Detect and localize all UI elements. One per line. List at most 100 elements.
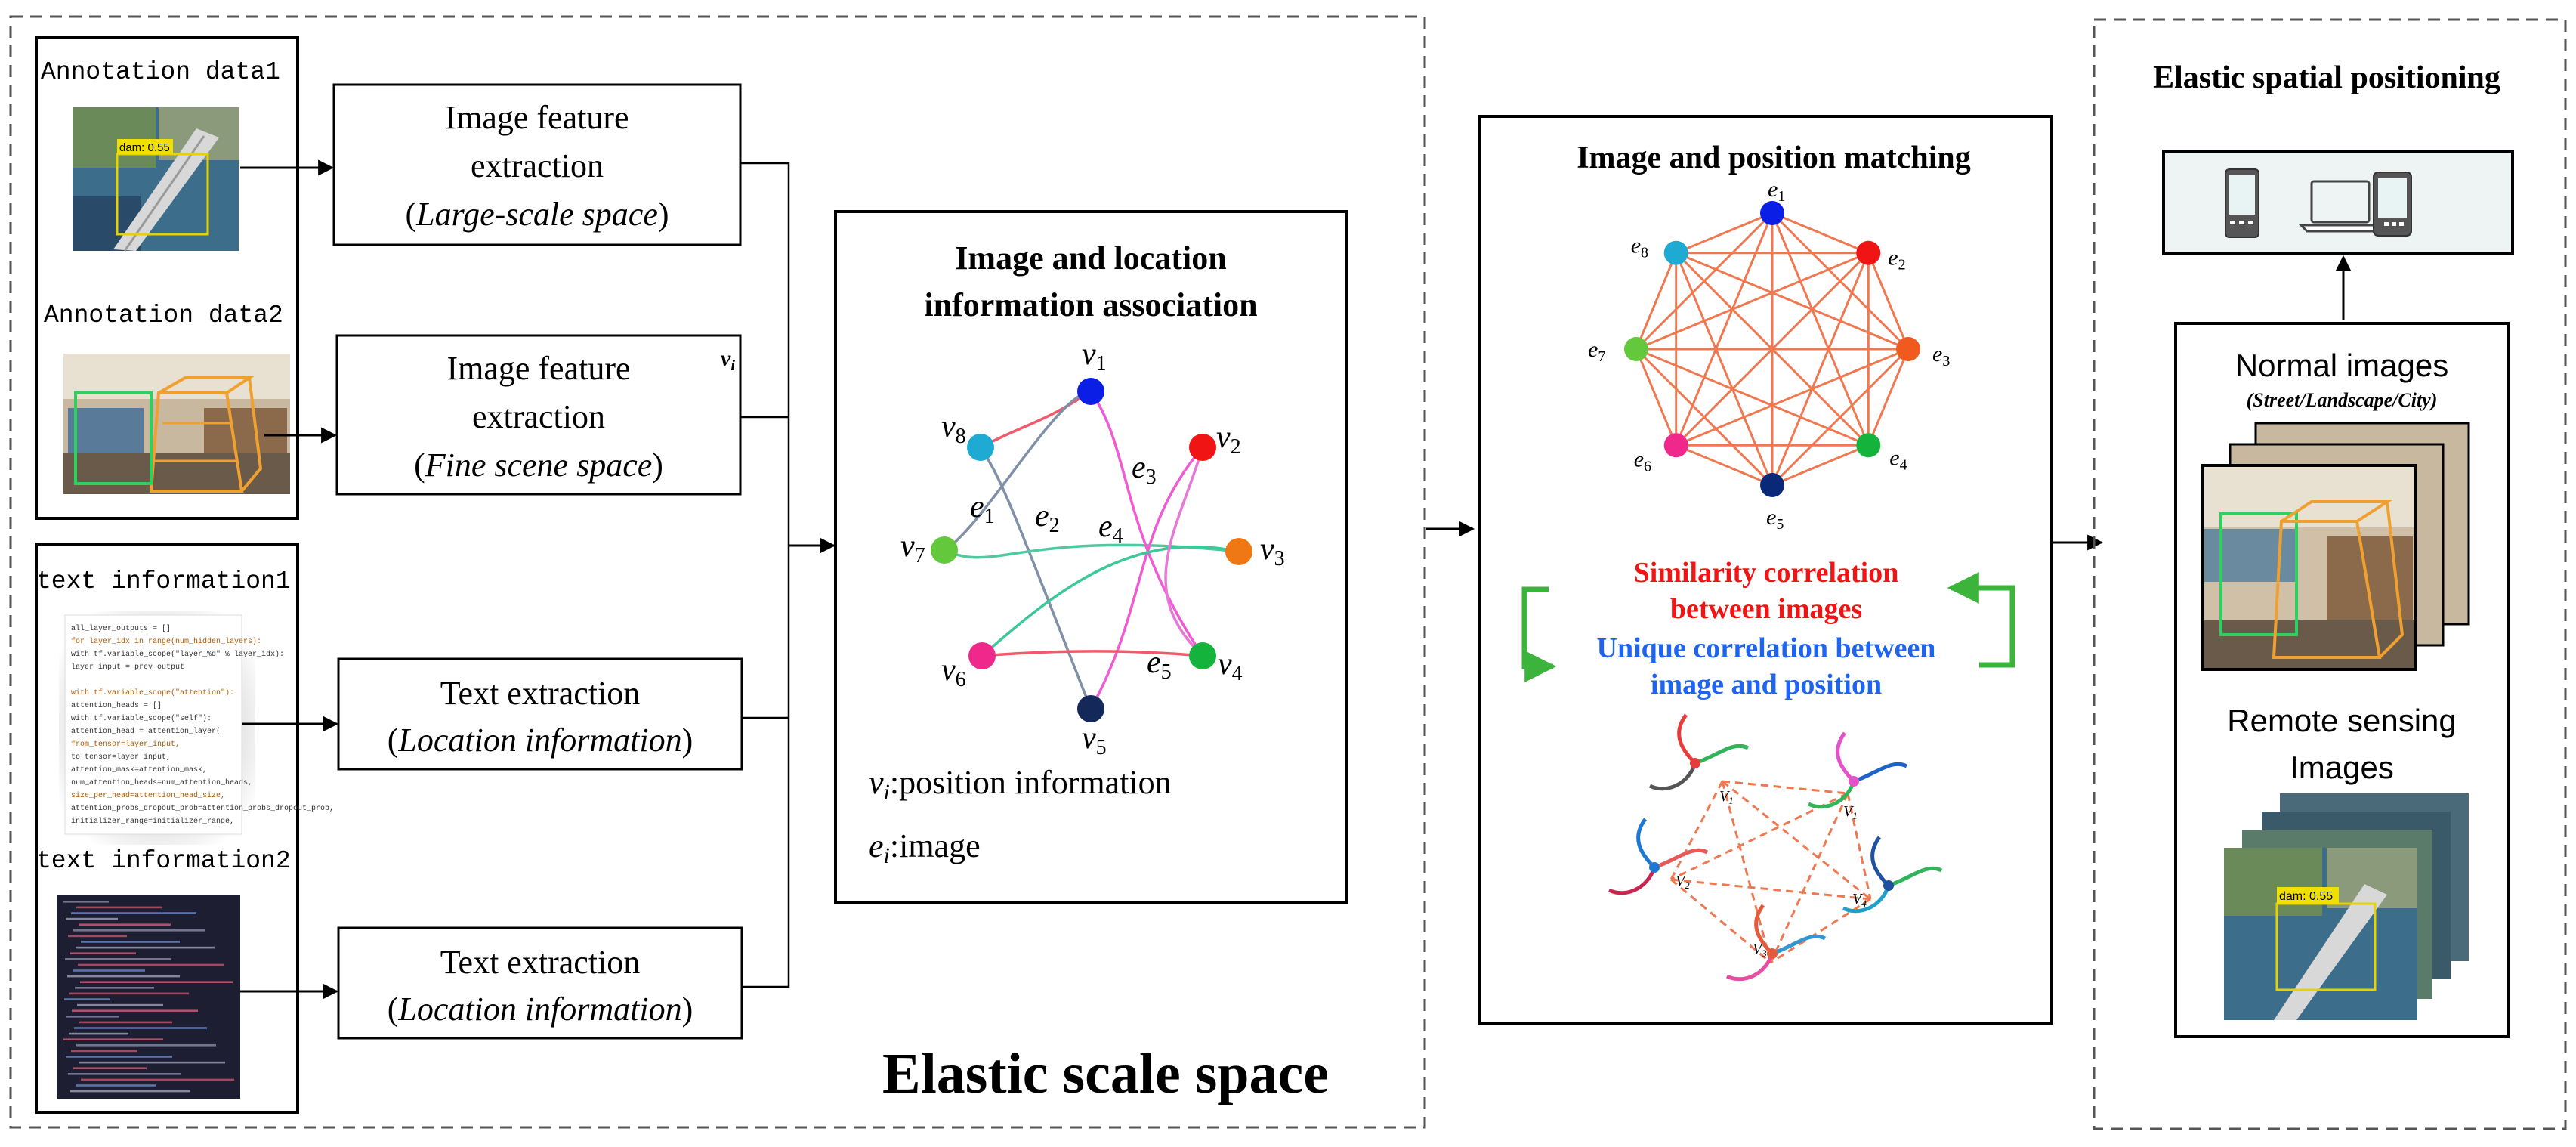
dark-code-line: [78, 963, 224, 966]
association-edge-label: e3: [1132, 450, 1157, 489]
phone-icon: [2225, 168, 2259, 238]
dark-code-line: [67, 975, 180, 978]
small-node-label: V1: [1843, 803, 1858, 821]
text2-title: text information2: [36, 847, 291, 875]
small-node: [1690, 758, 1700, 768]
remote-badge: [2277, 887, 2339, 904]
dark-code-line: [80, 981, 233, 983]
dark-code-line: [63, 901, 109, 903]
code-line: attention_heads = []: [71, 701, 162, 710]
remote-image-stack: dam: 0.55: [2224, 793, 2469, 1020]
text1-title: text information1: [36, 567, 291, 595]
matching-edge: [1635, 252, 1678, 350]
annotation2-image: [63, 354, 290, 494]
small-node-label: V3: [1753, 941, 1767, 959]
association-node: [1189, 434, 1216, 461]
legend-position: vi:position information: [869, 764, 1172, 805]
small-graph-edge: [1769, 793, 1849, 963]
annotation2-title: Annotation data2: [44, 301, 283, 329]
matching-node-label: e3: [1932, 342, 1950, 369]
matching-edge: [1675, 212, 1774, 446]
dark-code-line: [79, 1061, 225, 1064]
dark-code-line: [73, 1067, 147, 1069]
dark-code-line: [76, 1084, 156, 1087]
code-snippet-light: [64, 614, 242, 835]
connector-bus: [740, 162, 790, 988]
matching-node-label: e1: [1768, 177, 1785, 205]
bracket-left: [1521, 586, 1557, 682]
positioning-region: [2093, 18, 2567, 1130]
association-edge: [1089, 446, 1204, 710]
matching-edge: [1675, 252, 1870, 447]
code-snippet-dark: [57, 895, 240, 1099]
matching-edge: [1867, 348, 1910, 446]
association-node-label: v4: [1218, 647, 1243, 685]
remote-line-2: Images: [2290, 750, 2394, 785]
small-graph-edge: [1721, 781, 1772, 963]
matching-node-label: e4: [1889, 445, 1907, 473]
association-node-label: v5: [1082, 721, 1107, 759]
small-node: [1649, 862, 1660, 873]
matching-node: [1663, 433, 1688, 458]
svg-text:(Large-scale space): (Large-scale space): [405, 196, 669, 233]
dark-code-line: [66, 1016, 119, 1018]
matching-node-label: e7: [1588, 337, 1605, 365]
matching-edge: [1867, 252, 1910, 350]
code-line: all_layer_outputs = []: [71, 624, 171, 633]
association-edge: [1089, 391, 1204, 657]
association-edge: [981, 650, 1203, 657]
bracket-right: [1947, 572, 2015, 668]
matching-node: [1663, 240, 1688, 265]
small-strand: [1807, 781, 1856, 809]
association-node-label: v8: [941, 410, 966, 448]
small-strand: [1636, 818, 1656, 869]
matching-node: [1760, 201, 1784, 225]
annotation1-badge: [117, 139, 173, 154]
matching-node-label: e8: [1631, 233, 1648, 261]
normal-images-title: Normal images: [2235, 348, 2448, 383]
association-edge-label: e1: [970, 490, 995, 528]
annotation1-image: dam: 0.55: [73, 107, 239, 252]
small-strand: [1842, 885, 1891, 914]
small-graph-edge: [1670, 878, 1771, 964]
dark-code-line: [63, 1038, 163, 1040]
matching-edge: [1771, 252, 1870, 486]
code-line: to_tensor=layer_input,: [71, 753, 171, 762]
matching-edge: [1771, 444, 1869, 487]
small-graph-edge: [1846, 793, 1872, 900]
dark-code-line: [79, 923, 171, 926]
code-line: size_per_head=attention_head_size,: [71, 791, 225, 800]
small-node-label: V4: [1852, 891, 1867, 909]
dark-code-line: [79, 1021, 172, 1024]
matching-node: [1856, 240, 1881, 265]
code-lines: all_layer_outputs = [] for layer_idx in r…: [71, 624, 334, 826]
small-strand: [1754, 904, 1774, 955]
dark-code-line: [81, 941, 180, 943]
svg-text:Image feature: Image feature: [445, 99, 629, 136]
association-edge: [980, 390, 1092, 449]
normal-image-stack: [2201, 422, 2470, 671]
matching-edge: [1675, 252, 1774, 486]
matching-edge: [1771, 212, 1869, 255]
association-node: [968, 642, 996, 669]
dark-code-line: [70, 1090, 190, 1093]
feature-box-1: Image feature extraction (Large-scale sp…: [332, 83, 742, 246]
remote-line-1: Remote sensing: [2227, 703, 2457, 738]
legend-image: ei:image: [869, 827, 981, 868]
svg-text:(Location information): (Location information): [388, 991, 693, 1028]
dark-code-line: [81, 1078, 234, 1081]
association-title-2: information association: [924, 286, 1257, 323]
svg-text:(Fine scene space): (Fine scene space): [414, 447, 663, 484]
dark-code-line: [69, 1032, 128, 1035]
code-line: for layer_idx in range(num_hidden_layers…: [71, 637, 261, 646]
matching-edge: [1635, 348, 1774, 487]
code-line: with tf.variable_scope("attention"):: [71, 688, 234, 697]
small-strand: [1870, 836, 1890, 887]
dark-code-line: [69, 992, 189, 995]
dark-code-line: [76, 946, 215, 949]
dark-code-line: [70, 952, 136, 954]
svg-text:Image feature: Image feature: [446, 350, 630, 387]
